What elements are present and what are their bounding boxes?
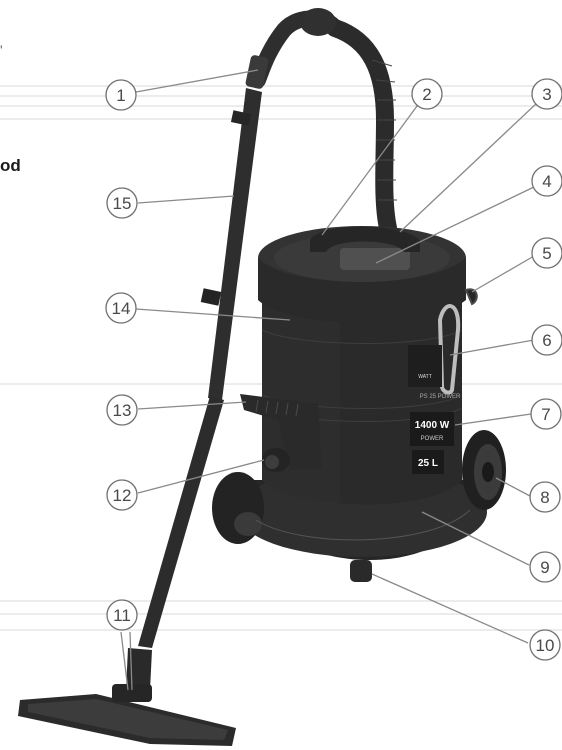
- callout-8-label: 8: [540, 488, 549, 507]
- telescopic-tube: [138, 88, 262, 648]
- flexible-hose: [250, 8, 397, 237]
- callout-10-label: 10: [536, 636, 555, 655]
- edge-fragment-middle: od: [0, 156, 21, 175]
- callout-5-label: 5: [542, 244, 551, 263]
- callout-11-label: 11: [113, 606, 131, 625]
- canister-body: WATT PS 25 POWER 1400 W POWER 25 L: [212, 226, 506, 582]
- callout-7: 7: [530, 398, 562, 430]
- callout-13-label: 13: [113, 401, 132, 420]
- callout-1-label: 1: [116, 86, 125, 105]
- floor-nozzle: [18, 648, 236, 746]
- brand-badge-text: WATT: [418, 374, 432, 380]
- leader-lines: [120, 69, 539, 691]
- callout-15: 15: [106, 187, 138, 219]
- callout-6: 6: [531, 324, 562, 356]
- power-label: 1400 W: [415, 420, 450, 431]
- callout-11: 11: [106, 599, 138, 631]
- callout-2: 2: [411, 78, 443, 110]
- callout-14: 14: [105, 292, 137, 324]
- callout-7-label: 7: [541, 405, 550, 424]
- hose-handle: [245, 55, 269, 89]
- callout-8: 8: [529, 481, 561, 513]
- callouts: 1 2 3 4 5 6 7 8: [105, 78, 562, 661]
- power-caption: POWER: [421, 436, 444, 442]
- callout-15-label: 15: [113, 194, 132, 213]
- callout-3: 3: [531, 78, 562, 110]
- callout-12: 12: [106, 479, 138, 511]
- callout-13: 13: [106, 394, 138, 426]
- callout-3-label: 3: [542, 85, 551, 104]
- guide-lines: [0, 85, 562, 631]
- callout-1: 1: [105, 79, 137, 111]
- callout-2-label: 2: [422, 85, 431, 104]
- callout-10: 10: [529, 629, 561, 661]
- callout-9-label: 9: [540, 558, 549, 577]
- callout-14-label: 14: [112, 299, 131, 318]
- callout-4: 4: [531, 165, 562, 197]
- capacity-label: 25 L: [418, 458, 438, 469]
- edge-fragment-top: ': [0, 42, 3, 58]
- model-text: PS 25 POWER: [420, 394, 461, 400]
- callout-6-label: 6: [542, 331, 551, 350]
- callout-9: 9: [529, 551, 561, 583]
- callout-5: 5: [531, 237, 562, 269]
- callout-4-label: 4: [542, 172, 551, 191]
- callout-12-label: 12: [113, 486, 132, 505]
